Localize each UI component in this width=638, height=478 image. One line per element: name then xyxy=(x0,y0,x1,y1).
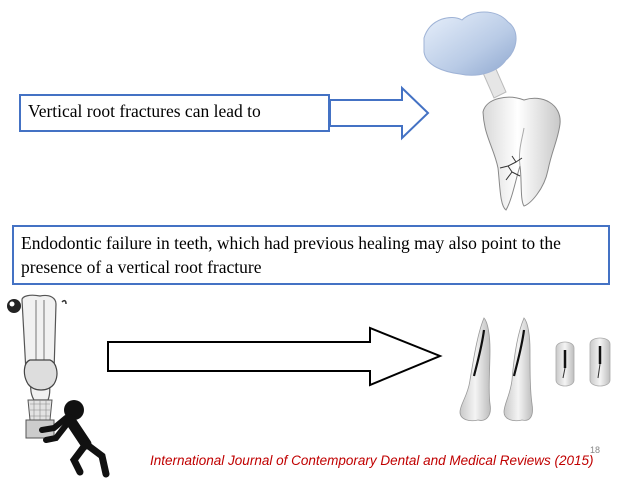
statement-box-2: Endodontic failure in teeth, which had p… xyxy=(12,225,610,285)
citation-text: International Journal of Contemporary De… xyxy=(150,453,594,468)
fractured-tooth-icon xyxy=(482,96,561,211)
statement-box-1: Vertical root fractures can lead to xyxy=(19,94,330,132)
page-number: 18 xyxy=(590,445,601,455)
statement-1-text: Vertical root fractures can lead to xyxy=(28,101,261,121)
statement-2-text: Endodontic failure in teeth, which had p… xyxy=(21,233,561,277)
